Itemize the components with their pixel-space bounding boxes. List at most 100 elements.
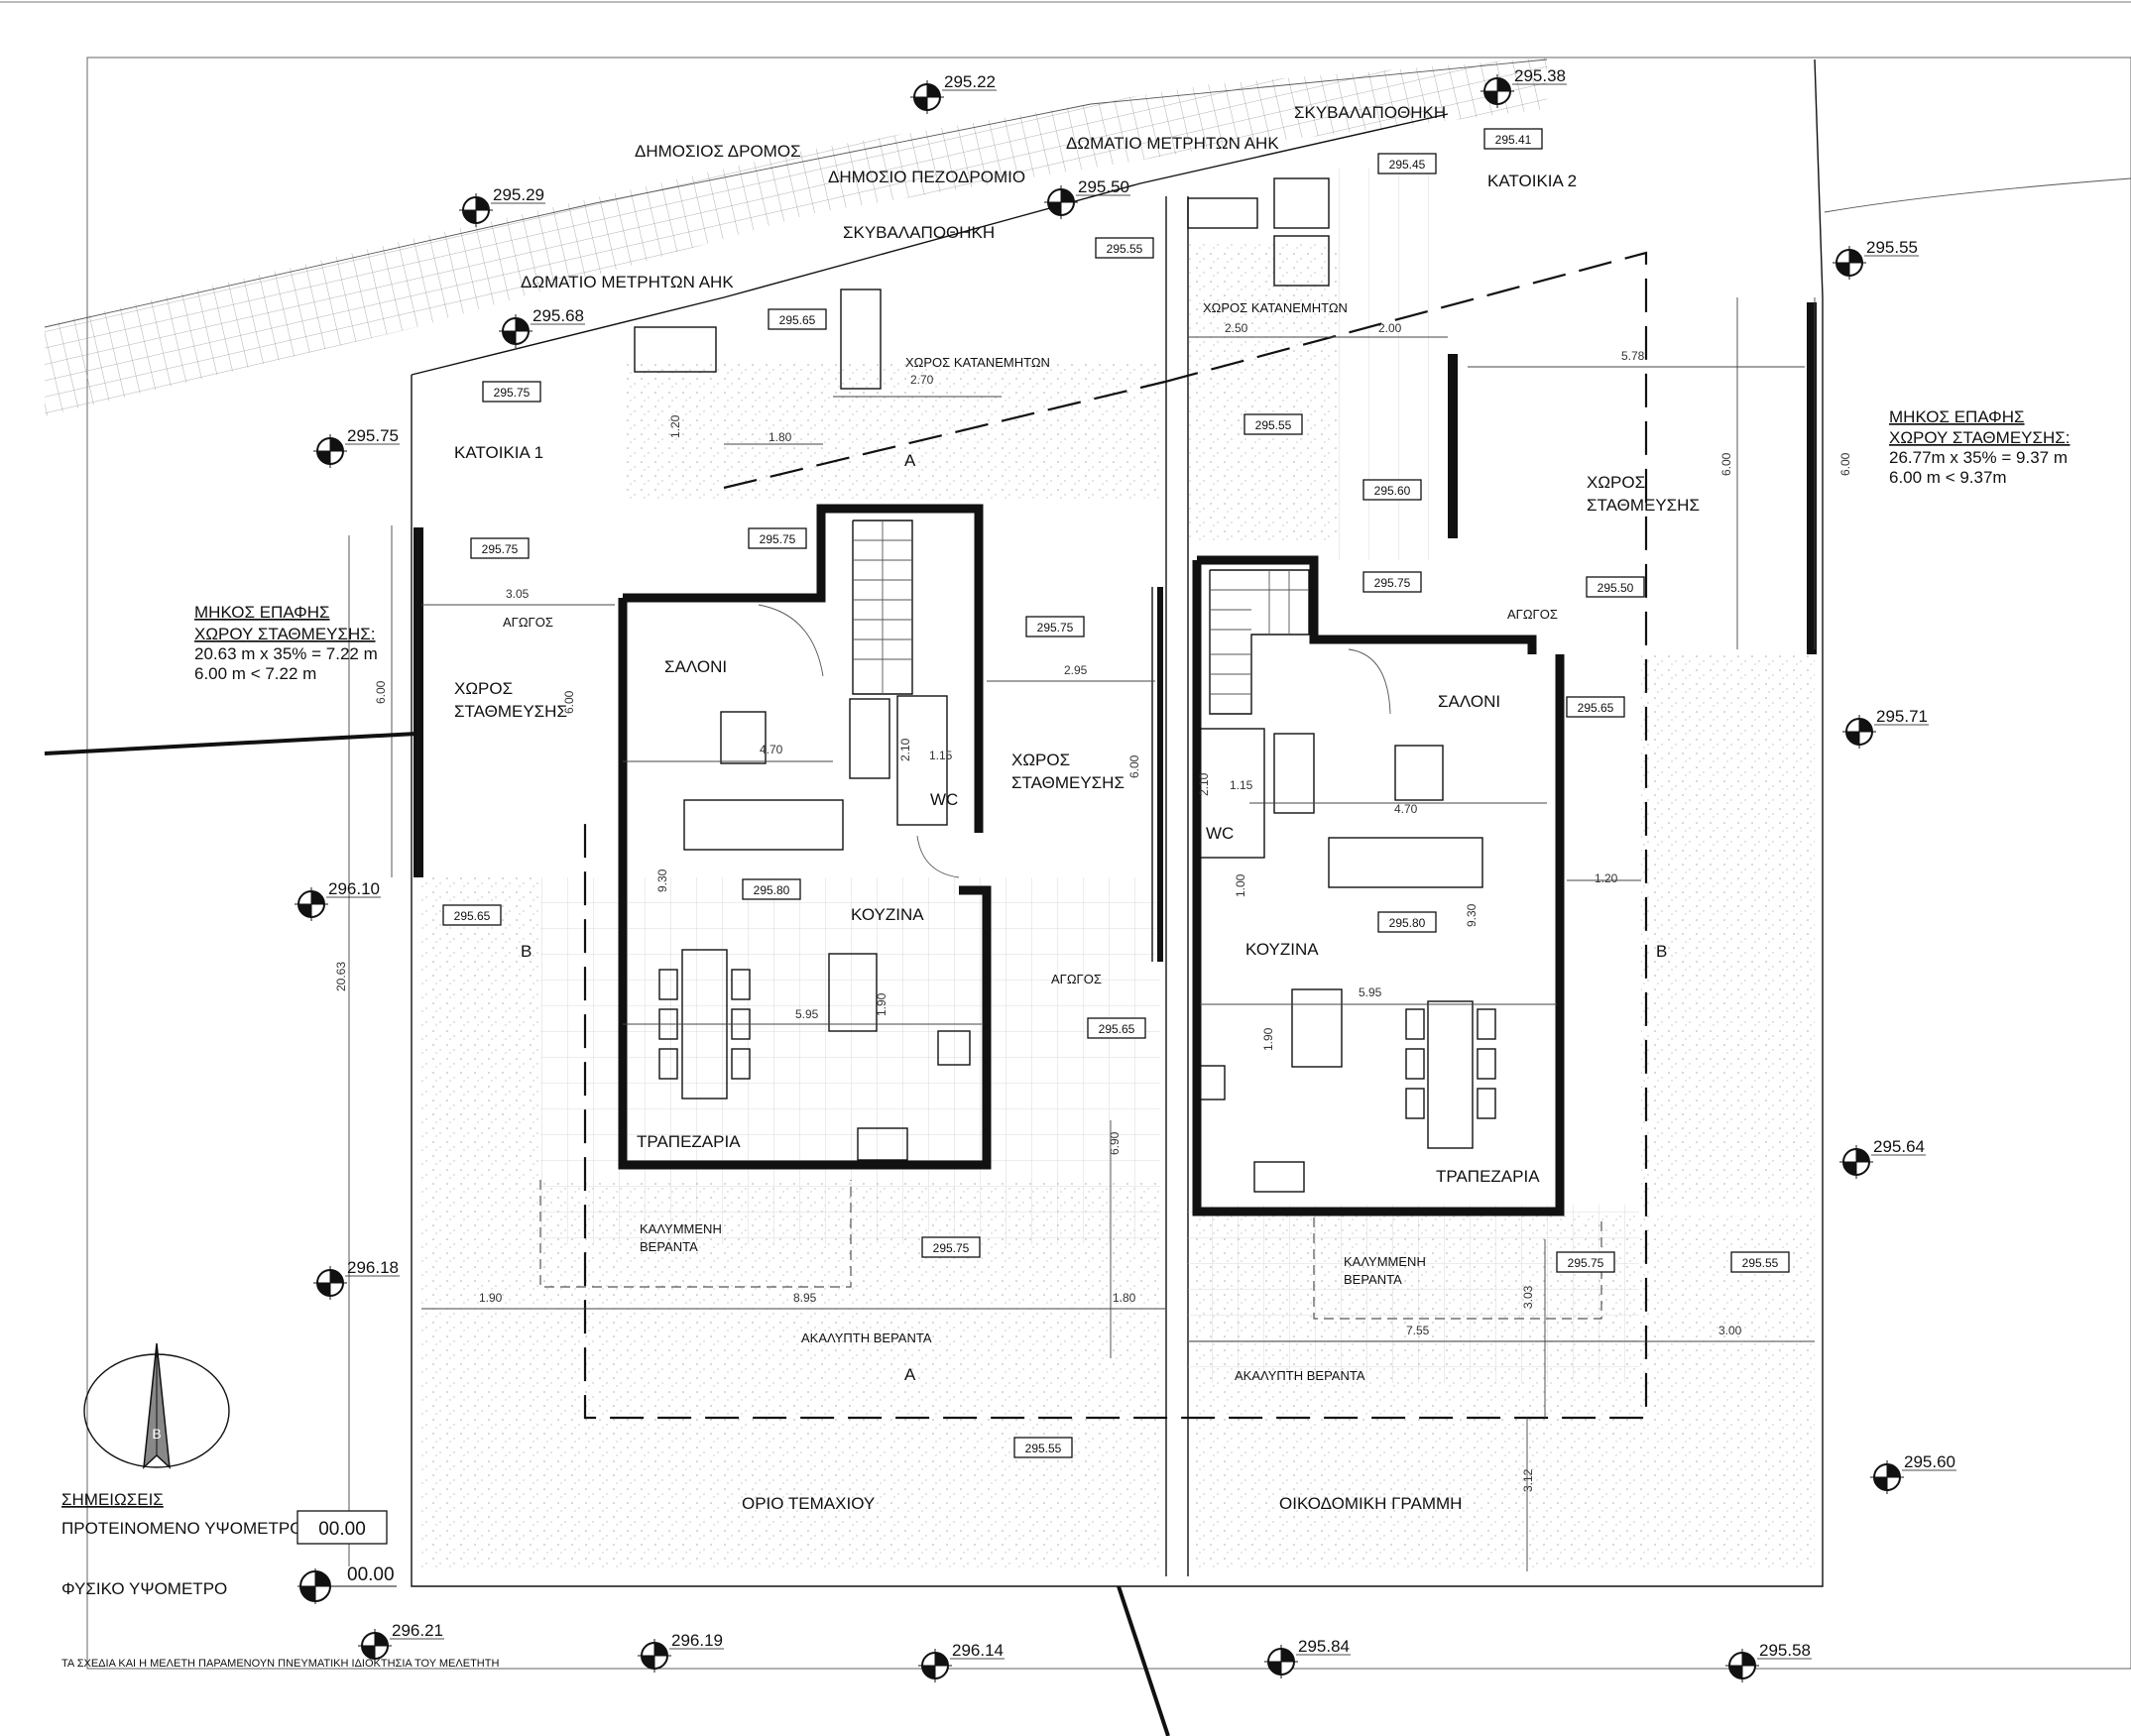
sheet-frame <box>86 57 2131 1670</box>
public-road-label: ΔΗΜΟΣΙΟΣ ΔΡΟΜΟΣ <box>635 142 801 161</box>
house-1-walls <box>618 598 992 1170</box>
public-sidewalk-label: ΔΗΜΟΣΙΟ ΠΕΖΟΔΡΟΜΙΟ <box>828 168 1025 186</box>
room-labels: ΔΗΜΟΣΙΟΣ ΔΡΟΜΟΣ ΔΗΜΟΣΙΟ ΠΕΖΟΔΡΟΜΙΟ ΔΩΜΑΤ… <box>454 103 1700 1513</box>
dimension-value: 6.00 <box>1719 452 1733 476</box>
dimension-value: 1.90 <box>1261 1027 1275 1051</box>
wc-left-label: WC <box>930 790 958 809</box>
site-access-line <box>44 732 417 755</box>
survey-level-value: 296.18 <box>347 1258 399 1277</box>
grass-edge <box>1824 177 2131 213</box>
proposed-level-box: 295.55 <box>1730 1251 1790 1273</box>
house-2-sink <box>1253 1161 1305 1193</box>
dimension-value: 1.90 <box>479 1291 503 1305</box>
survey-level-marker: 295.50 <box>1044 177 1130 219</box>
north-arrow: B <box>83 1342 230 1469</box>
road-hatch <box>45 58 1547 416</box>
house-1-hob <box>937 1030 971 1066</box>
proposed-level-value: 295.75 <box>482 542 519 556</box>
meter-room-right-label: ΔΩΜΑΤΙΟ ΜΕΤΡΗΤΩΝ ΑΗΚ <box>1066 134 1279 153</box>
kitchen-right-label: ΚΟΥΖΙΝΑ <box>1245 940 1319 959</box>
survey-level-value: 295.29 <box>493 185 544 204</box>
survey-level-marker: 295.84 <box>1264 1637 1351 1678</box>
survey-level-marker: 295.29 <box>459 185 545 227</box>
survey-level-marker: 296.18 <box>313 1258 400 1300</box>
front-right-texture <box>1188 243 1337 540</box>
parking-note-right-line-1: ΜΗΚΟΣ ΕΠΑΦΗΣ <box>1889 407 2025 426</box>
dimension-value: 5.95 <box>1359 985 1382 999</box>
survey-level-value: 295.60 <box>1904 1452 1955 1471</box>
yard-left-texture <box>421 1180 1160 1571</box>
proposed-level-value: 295.80 <box>1389 916 1426 930</box>
proposed-level-value: 295.65 <box>1099 1022 1135 1036</box>
dimension-value: 6.00 <box>1838 452 1852 476</box>
survey-level-marker: 295.22 <box>910 72 997 114</box>
proposed-level-value: 295.55 <box>1255 418 1292 432</box>
house-2-tv <box>1273 733 1315 814</box>
dimension-value: 1.80 <box>769 430 792 444</box>
proposed-level-value: 295.75 <box>933 1241 970 1255</box>
dimension-value: 6.90 <box>1108 1131 1122 1155</box>
survey-level-value: 295.75 <box>347 426 399 445</box>
sidewalk-edge <box>411 113 1449 376</box>
dimension-value: 3.03 <box>1521 1285 1535 1309</box>
parking-note-right-line-4: 6.00 m < 9.37m <box>1889 468 2007 487</box>
survey-level-value: 295.50 <box>1078 177 1129 196</box>
section-a-bottom: A <box>904 1365 916 1384</box>
dimension-value: 20.63 <box>334 962 348 991</box>
dimension-value: 2.95 <box>1064 663 1088 677</box>
open-veranda-left: ΑΚΑΛΥΠΤΗ ΒΕΡΑΝΤΑ <box>801 1331 932 1345</box>
proposed-level-box: 295.65 <box>1087 1017 1146 1039</box>
plot-boundary-label: ΟΡΙΟ ΤΕΜΑΧΙΟΥ <box>742 1494 875 1513</box>
street-utility-rooms <box>634 177 1330 390</box>
survey-level-marker: 295.58 <box>1725 1641 1812 1682</box>
section-b-right: B <box>1656 942 1667 961</box>
house-1-wc <box>896 695 948 826</box>
parking-left-label-1: ΧΩΡΟΣ <box>454 679 513 698</box>
building-line-label: ΟΙΚΟΔΟΜΙΚΗ ΓΡΑΜΜΗ <box>1279 1494 1462 1513</box>
parking-note-right-line-3: 26.77m x 35% = 9.37 m <box>1889 448 2068 467</box>
house-2-chairs <box>1405 1008 1496 1119</box>
house-2-label: ΚΑΤΟΙΚΙΑ 2 <box>1487 172 1577 190</box>
survey-level-value: 296.21 <box>392 1621 443 1640</box>
survey-level-value: 295.84 <box>1298 1637 1350 1656</box>
proposed-level-box: 295.50 <box>1586 576 1645 598</box>
yard-east-texture <box>1641 654 1815 1210</box>
parking-note-right-line-2: ΧΩΡΟΥ ΣΤΑΘΜΕΥΣΗΣ: <box>1889 428 2071 447</box>
dimension-value: 1.15 <box>1230 778 1253 792</box>
proposed-level-box: 295.80 <box>742 878 801 900</box>
proposed-level-value: 295.50 <box>1598 581 1634 595</box>
house-2-table-living <box>1394 745 1444 801</box>
survey-level-marker: 296.10 <box>295 879 381 921</box>
house-1-stair-treads <box>853 521 912 694</box>
duct-left-1: ΑΓΩΓΟΣ <box>503 615 553 630</box>
salon-right-label: ΣΑΛΟΝΙ <box>1438 692 1500 711</box>
survey-level-value: 295.55 <box>1866 238 1918 257</box>
parking-right-label-2: ΣΤΑΘΜΕΥΣΗΣ <box>1587 496 1700 515</box>
parking-right-label-1: ΧΩΡΟΣ <box>1587 473 1645 492</box>
survey-level-marker: 296.21 <box>358 1621 444 1663</box>
proposed-level-box: 295.75 <box>921 1236 981 1258</box>
dimension-value: 5.95 <box>795 1007 819 1021</box>
parking-mid-label-1: ΧΩΡΟΣ <box>1011 751 1070 769</box>
proposed-level-box: 295.41 <box>1483 128 1543 150</box>
duct-right: ΑΓΩΓΟΣ <box>1507 607 1558 622</box>
veranda-left-tiles <box>540 877 1160 1244</box>
proposed-level-box: 295.75 <box>482 381 541 403</box>
dimension-value: 6.00 <box>562 690 576 714</box>
veranda-right-tiles <box>1188 1205 1639 1383</box>
legend-proposed-box <box>296 1510 388 1545</box>
survey-level-value: 295.68 <box>533 306 584 325</box>
dining-left-label: ΤΡΑΠΕΖΑΡΙΑ <box>637 1132 741 1151</box>
proposed-level-box: 295.75 <box>1362 571 1422 593</box>
proposed-level-box: 295.80 <box>1377 911 1437 933</box>
house-2-veranda-dash <box>1313 1217 1602 1320</box>
proposed-level-value: 295.75 <box>1568 1256 1604 1270</box>
survey-level-value: 295.71 <box>1876 707 1928 726</box>
walkway-right-tiles <box>1339 169 1443 560</box>
leader-line <box>1117 1585 1170 1736</box>
house-1-door-swing <box>758 604 824 677</box>
survey-level-value: 296.19 <box>671 1631 723 1650</box>
covered-veranda-left-1: ΚΑΛΥΜΜΕΝΗ <box>640 1221 722 1236</box>
survey-level-marker: 295.68 <box>499 306 585 348</box>
